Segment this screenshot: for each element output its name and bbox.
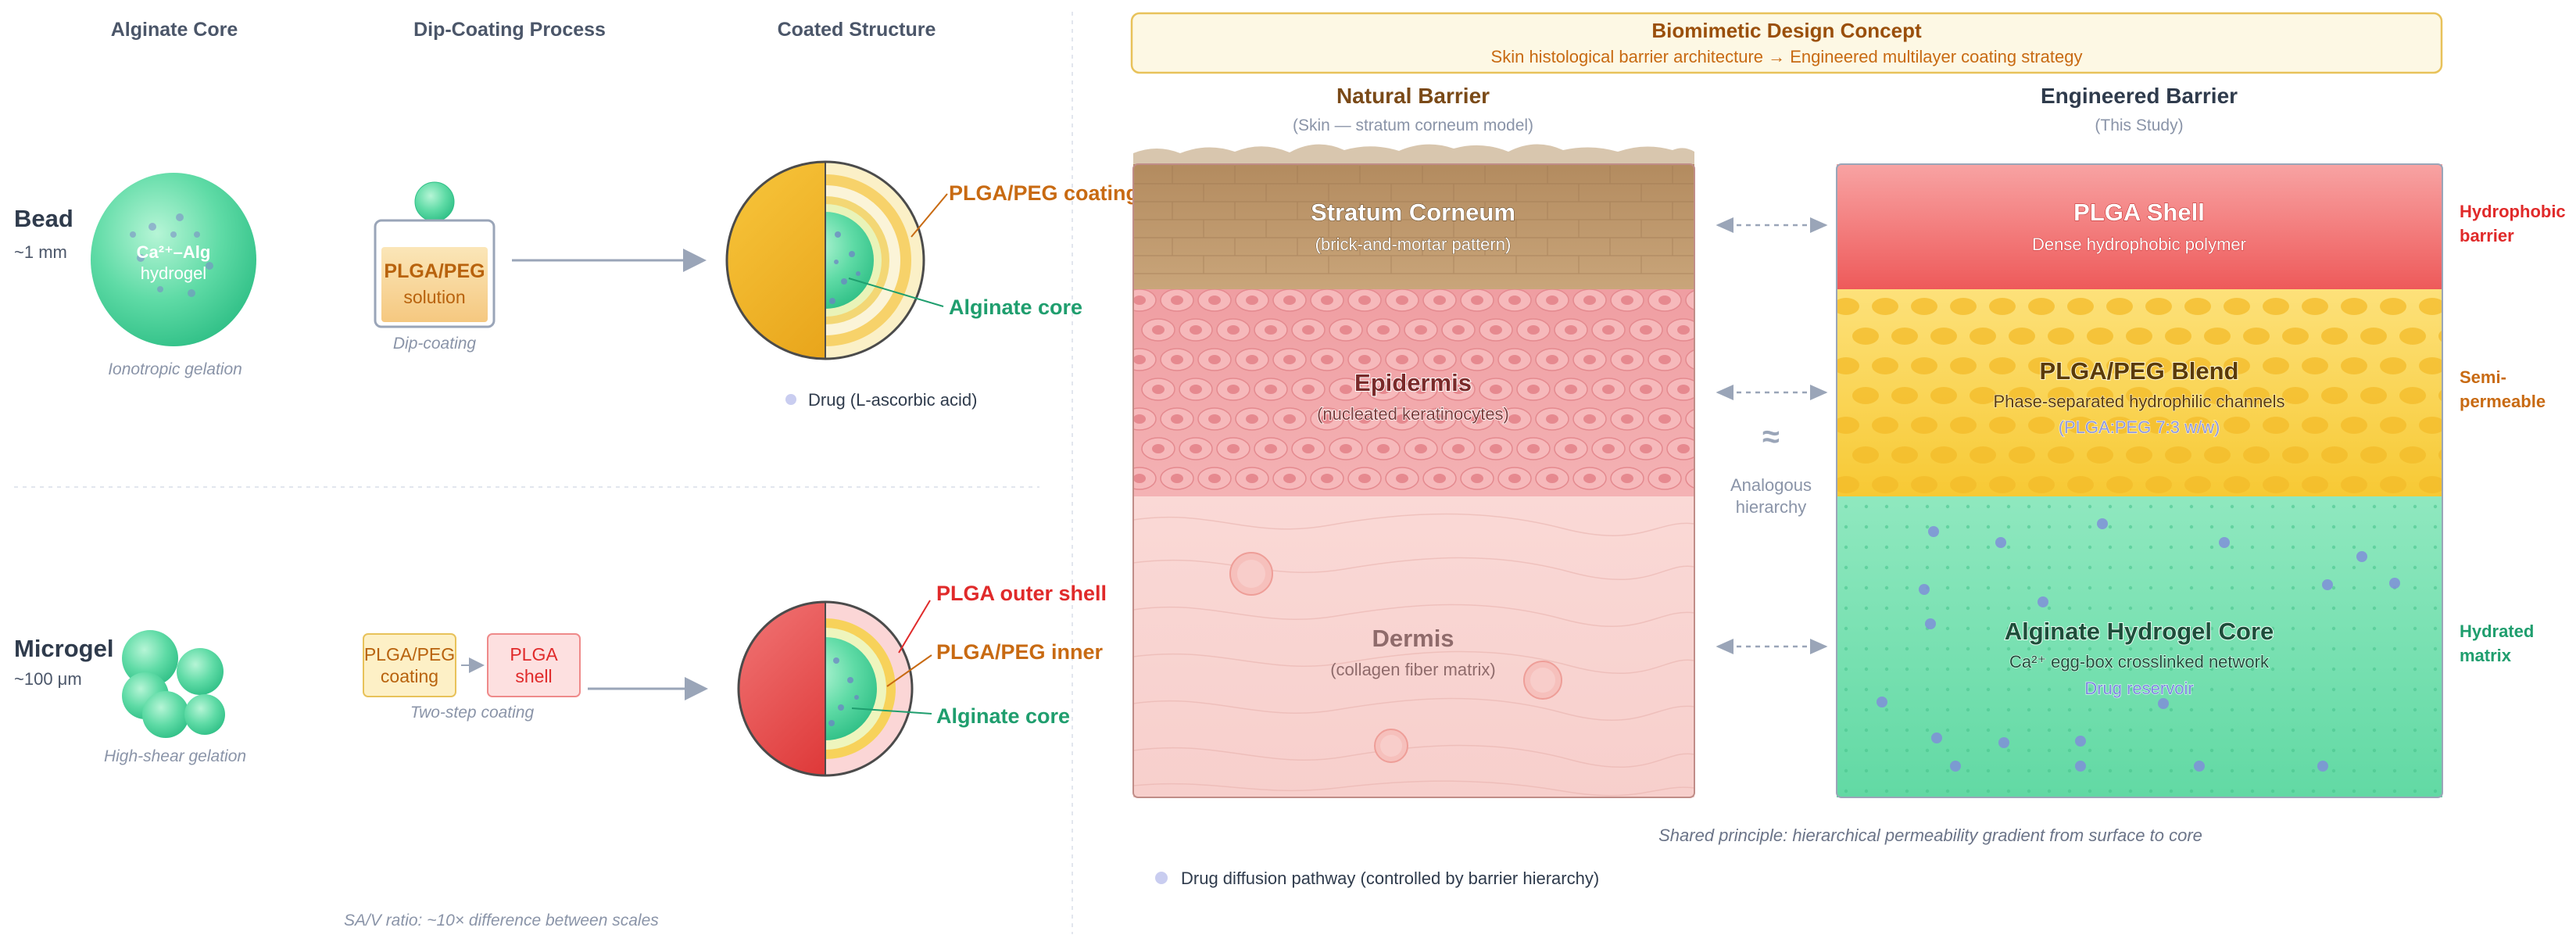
drug-legend: Drug (L-ascorbic acid): [808, 390, 977, 410]
epidermis-desc: (nucleated keratinocytes): [1317, 404, 1509, 424]
sav-footnote: SA/V ratio: ~10× difference between scal…: [344, 912, 659, 929]
header-subtitle: Skin histological barrier architecture →…: [1491, 47, 2083, 66]
analogous-label-2: hierarchy: [1736, 497, 1806, 517]
collagen-fibers: [1133, 513, 1694, 797]
natural-barrier-subtitle: (Skin — stratum corneum model): [1293, 116, 1533, 134]
callout-plga-peg-coating: PLGA/PEG coating: [949, 181, 1139, 205]
col-header-dip-coating: Dip-Coating Process: [413, 19, 606, 41]
stratum-corneum-desc: (brick-and-mortar pattern): [1315, 235, 1512, 254]
stratum-corneum-layer: [1133, 164, 1694, 289]
plga-shell-desc: Dense hydrophobic polymer: [2032, 235, 2246, 254]
drug-dot-icon: [785, 394, 796, 405]
approx-symbol: ≈: [1762, 420, 1780, 454]
side-label-hydrophobic-2: barrier: [2460, 226, 2514, 245]
callout-line-outer: [898, 600, 931, 654]
blend-channel-pattern: [1837, 298, 2442, 493]
plga-peg-blend-name: PLGA/PEG Blend: [2040, 357, 2239, 385]
plga-shell-layer: [1837, 164, 2442, 289]
header-title: Biomimetic Design Concept: [1651, 19, 1922, 42]
bead-size: ~1 mm: [14, 242, 67, 262]
drug-pathway-legend: Drug diffusion pathway (controlled by ba…: [1181, 869, 1599, 888]
plga-peg-ratio: (PLGA:PEG 7:3 w/w): [2059, 417, 2220, 437]
side-label-semi-2: permeable: [2460, 392, 2546, 411]
analogy-connectors: ≈ Analogous hierarchy: [1716, 217, 1828, 654]
side-label-hydrated-1: Hydrated: [2460, 621, 2534, 641]
two-step-coating: PLGA/PEG coating PLGA shell: [363, 633, 581, 697]
plga-peg-blend-desc: Phase-separated hydrophilic channels: [1993, 392, 2284, 411]
right-panel: Biomimetic Design Concept Skin histologi…: [1130, 12, 2566, 888]
engineered-column-border: [1836, 163, 2443, 798]
dip-coating-caption: Dip-coating: [393, 335, 477, 353]
bead-core-label-1: Ca²⁺–Alg: [137, 242, 211, 262]
plga-shell-name: PLGA Shell: [2073, 199, 2205, 226]
callout-line-coating: [911, 193, 948, 238]
natural-barrier-title: Natural Barrier: [1336, 84, 1490, 108]
alginate-core-name: Alginate Hydrogel Core: [2005, 618, 2274, 645]
callout-line-microgel-core: [851, 707, 932, 715]
bead-title: Bead: [14, 205, 73, 232]
step2-label-1: PLGA: [510, 644, 558, 664]
coated-bead: [725, 160, 925, 360]
keratinocyte-pattern: [1133, 289, 1694, 490]
microgel-gelation-caption: High-shear gelation: [104, 747, 246, 765]
callout-bead-alginate-core: Alginate core: [949, 295, 1082, 319]
callout-line-bead-core: [848, 278, 944, 307]
bead-gelation-caption: Ionotropic gelation: [108, 360, 242, 378]
two-step-caption: Two-step coating: [410, 704, 535, 722]
epidermis-name: Epidermis: [1354, 369, 1472, 396]
solution-label-1: PLGA/PEG: [384, 260, 485, 282]
engineered-barrier-subtitle: (This Study): [2095, 116, 2183, 134]
alginate-core-layer: [1837, 496, 2442, 797]
hydrogel-network-pattern: [1844, 504, 2438, 793]
col-header-alginate-core: Alginate Core: [111, 19, 238, 41]
step1-label-2: coating: [381, 666, 438, 686]
bead-alginate-core: Ca²⁺–Alg hydrogel: [91, 173, 256, 346]
coated-microgel: [737, 600, 914, 777]
design-concept-header: Biomimetic Design Concept Skin histologi…: [1130, 12, 2443, 74]
callout-plga-peg-inner: PLGA/PEG inner: [936, 640, 1104, 664]
step2-label-2: shell: [515, 666, 552, 686]
dermis-cells: [1229, 552, 1562, 763]
engineered-column: PLGA Shell Dense hydrophobic polymer PLG…: [1836, 163, 2443, 798]
callout-line-inner: [886, 654, 932, 687]
left-panel: Alginate Core Dip-Coating Process Coated…: [14, 12, 1139, 934]
col-header-coated-structure: Coated Structure: [778, 19, 936, 41]
natural-column-border: [1132, 163, 1695, 798]
step1-label-1: PLGA/PEG: [364, 644, 455, 664]
skin-surface-flakes: [1133, 144, 1694, 164]
dermis-name: Dermis: [1372, 625, 1454, 652]
side-label-hydrated-2: matrix: [2460, 646, 2512, 665]
side-label-semi-1: Semi-: [2460, 367, 2506, 387]
callout-microgel-alginate-core: Alginate core: [936, 704, 1070, 728]
microgel-cluster: [122, 630, 225, 738]
microgel-title: Microgel: [14, 635, 113, 662]
bead-core-label-2: hydrogel: [141, 263, 206, 283]
drug-reservoir-label: Drug reservoir: [2084, 679, 2193, 698]
stratum-corneum-name: Stratum Corneum: [1311, 199, 1515, 226]
shared-principle-note: Shared principle: hierarchical permeabil…: [1658, 826, 2202, 845]
side-label-hydrophobic-1: Hydrophobic: [2460, 202, 2566, 221]
natural-skin-column: Stratum Corneum (brick-and-mortar patter…: [1132, 144, 1695, 798]
callout-plga-outer-shell: PLGA outer shell: [936, 582, 1107, 605]
dermis-desc: (collagen fiber matrix): [1330, 660, 1496, 679]
drug-pathway-dot-icon: [1155, 872, 1168, 884]
microgel-size: ~100 μm: [14, 669, 82, 689]
solution-label-2: solution: [403, 287, 465, 307]
alginate-core-desc: Ca²⁺ egg-box crosslinked network: [2009, 652, 2270, 672]
engineered-barrier-title: Engineered Barrier: [2041, 84, 2238, 108]
dip-coating-beaker: PLGA/PEG solution: [374, 181, 496, 328]
analogous-label-1: Analogous: [1730, 475, 1812, 495]
